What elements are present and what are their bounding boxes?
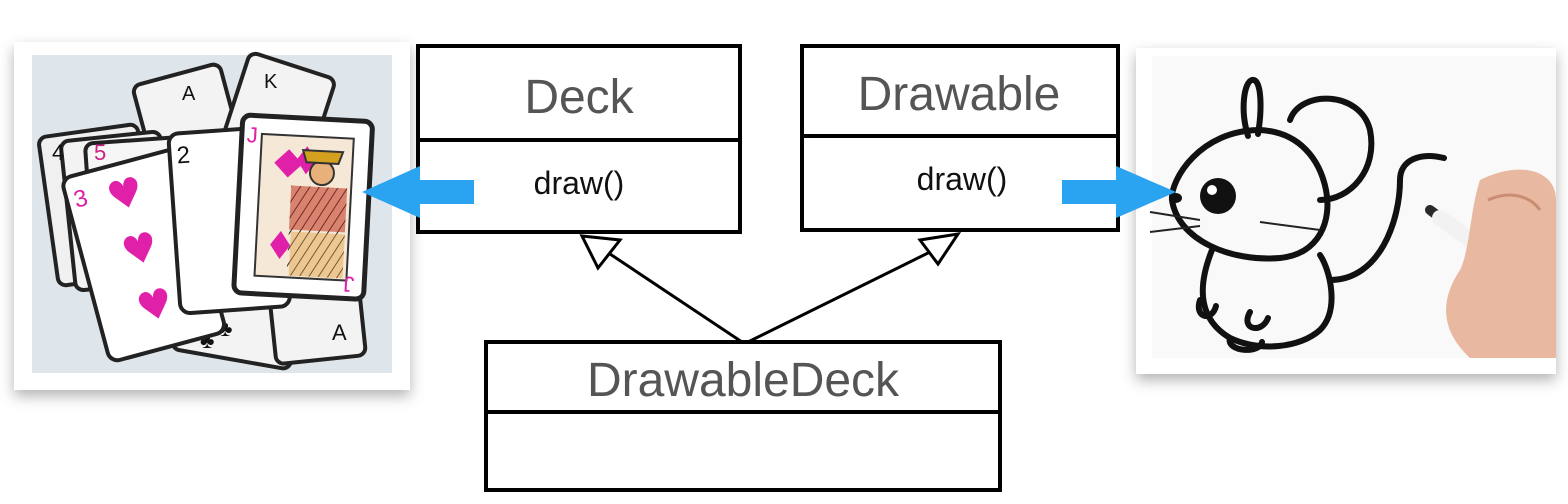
playing-cards-photo: 4 5 A K ♣ ♣ A 3 ♥ ♥ ♥ 2 J xyxy=(14,42,410,390)
svg-text:J: J xyxy=(343,271,355,297)
blue-arrow-right xyxy=(1062,166,1176,218)
class-drawable-header xyxy=(800,44,1120,138)
svg-text:J: J xyxy=(246,122,258,148)
inheritance-line-deck xyxy=(609,252,743,344)
class-drawable-name: Drawable xyxy=(858,68,1061,121)
hand-with-pen xyxy=(1425,169,1556,358)
svg-text:A: A xyxy=(182,83,196,105)
class-deck-method-draw: draw() xyxy=(534,165,625,201)
svg-text:A: A xyxy=(332,320,347,345)
class-drawable-deck: DrawableDeck xyxy=(484,340,1002,492)
class-deck-name: Deck xyxy=(524,71,634,124)
class-drawable-deck-name: DrawableDeck xyxy=(587,354,900,407)
class-drawable-method-draw: draw() xyxy=(917,161,1008,197)
class-deck-methods xyxy=(416,138,742,234)
class-deck-header xyxy=(416,44,742,142)
inheritance-triangle-deck xyxy=(579,234,623,271)
svg-text:K: K xyxy=(264,71,278,93)
inheritance-line-drawable xyxy=(747,250,931,344)
inheritance-arrows xyxy=(579,231,962,344)
svg-text:5: 5 xyxy=(94,140,106,165)
svg-text:4: 4 xyxy=(52,140,64,165)
hand-drawing-mouse-photo xyxy=(1136,48,1556,374)
svg-text:2: 2 xyxy=(176,142,191,170)
blue-arrow-left xyxy=(362,166,474,218)
class-deck: Deck draw() xyxy=(416,44,742,234)
class-drawable-deck-methods xyxy=(484,410,1002,492)
inheritance-triangle-drawable xyxy=(917,231,962,267)
